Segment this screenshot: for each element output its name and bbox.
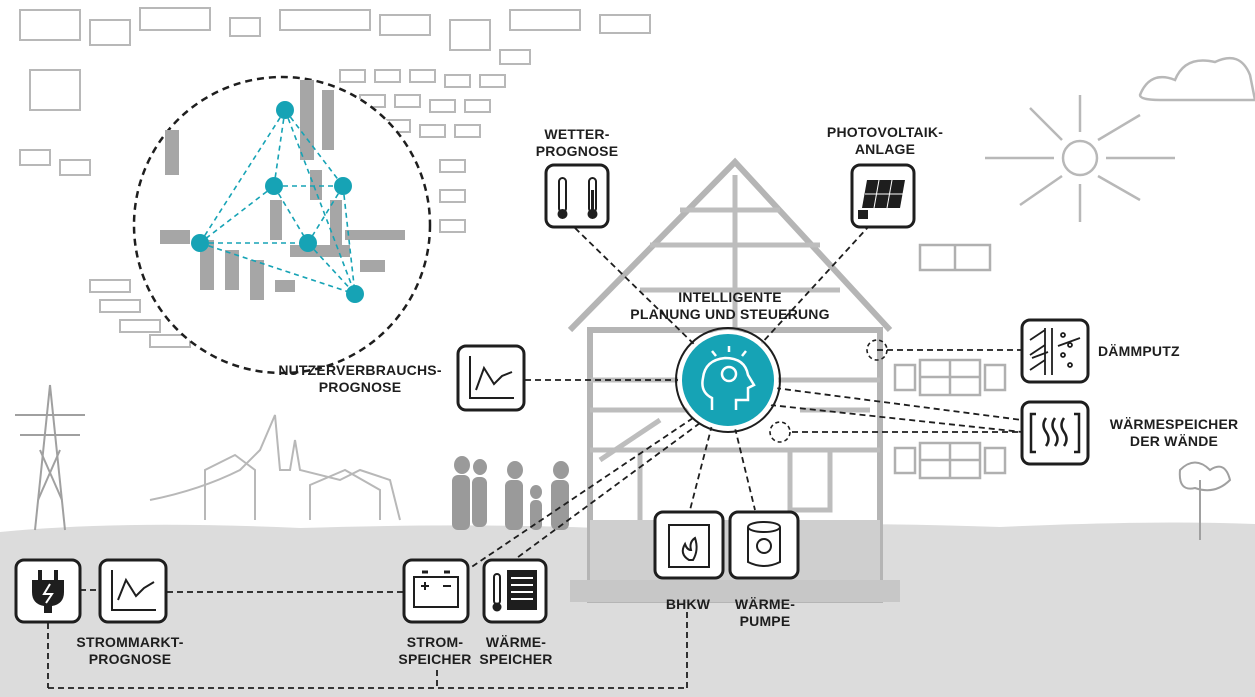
heat-storage-line2: SPEICHER <box>479 651 553 667</box>
weather-label-line2: PROGNOSE <box>535 143 619 159</box>
central-control-ring <box>675 327 781 433</box>
town-sketch <box>149 414 401 521</box>
house-foundation <box>570 580 900 602</box>
network-node <box>299 234 317 252</box>
neighbourhood-buildings <box>160 80 405 300</box>
wall-marker <box>769 421 791 443</box>
weather-label-line1: WETTER- <box>544 126 610 142</box>
center-label: INTELLIGENTE PLANUNG UND STEUERUNG <box>630 289 830 323</box>
insulation-icon <box>1020 318 1090 384</box>
usage-forecast-label: NUTZERVERBRAUCHS- PROGNOSE <box>270 362 450 396</box>
market-label-line2: PROGNOSE <box>88 651 172 667</box>
network-node <box>276 101 294 119</box>
heat-waves-icon <box>1020 400 1090 466</box>
center-label-line1: INTELLIGENTE <box>678 289 782 305</box>
center-label-line2: PLANUNG UND STEUERUNG <box>630 306 830 322</box>
network-node <box>334 177 352 195</box>
power-storage-label: STROM- SPEICHER <box>390 634 480 668</box>
insulation-label: DÄMMPUTZ <box>1098 343 1180 360</box>
cloud-sketch <box>1138 56 1255 102</box>
power-pylon <box>15 384 85 531</box>
market-forecast-label: STROMMARKT- PROGNOSE <box>60 634 200 668</box>
usage-label-line2: PROGNOSE <box>318 379 402 395</box>
network-nodes <box>191 101 364 303</box>
usage-label-line1: NUTZERVERBRAUCHS- <box>278 362 442 378</box>
tree-sketch <box>1178 461 1232 540</box>
neighbourhood-network <box>199 109 356 295</box>
thermometer-icon <box>544 163 610 229</box>
chp-label-line1: BHKW <box>665 596 711 612</box>
pv-label-line1: PHOTOVOLTAIK- <box>826 124 944 140</box>
insulation-label-line1: DÄMMPUTZ <box>1098 343 1180 359</box>
heat-pump-line1: WÄRME- <box>734 596 796 612</box>
heat-storage-line1: WÄRME- <box>485 634 547 650</box>
ground <box>0 522 1255 697</box>
market-label-line1: STROMMARKT- <box>76 634 184 650</box>
heat-storage-icon <box>482 558 548 624</box>
line-chart-icon <box>456 344 526 412</box>
wall-storage-line2: DER WÄNDE <box>1129 433 1219 449</box>
network-node <box>191 234 209 252</box>
network-node <box>346 285 364 303</box>
brain-bulb-icon <box>701 346 756 410</box>
heat-storage-label: WÄRME- SPEICHER <box>478 634 554 668</box>
power-storage-line2: SPEICHER <box>398 651 472 667</box>
pv-label-line2: ANLAGE <box>854 141 916 157</box>
solar-panel-icon <box>850 163 916 229</box>
people-silhouettes <box>452 456 569 530</box>
network-node <box>265 177 283 195</box>
battery-icon <box>402 558 470 624</box>
pv-label: PHOTOVOLTAIK- ANLAGE <box>810 124 960 158</box>
connection-lines <box>47 224 1023 689</box>
power-storage-line1: STROM- <box>406 634 464 650</box>
chp-flame-icon <box>653 510 725 580</box>
wall-storage-line1: WÄRMESPEICHER <box>1109 416 1239 432</box>
heat-pump-label: WÄRME- PUMPE <box>725 596 805 630</box>
heat-pump-line2: PUMPE <box>739 613 791 629</box>
heat-pump-icon <box>728 510 800 580</box>
facade-windows <box>893 243 1007 480</box>
plug-icon <box>14 558 82 624</box>
wall-storage-label: WÄRMESPEICHER DER WÄNDE <box>1096 416 1252 450</box>
chp-label: BHKW <box>660 596 716 613</box>
insulation-marker <box>866 339 888 361</box>
market-chart-icon <box>98 558 168 624</box>
weather-forecast-label: WETTER- PROGNOSE <box>535 126 619 160</box>
sun-sketch <box>985 95 1175 222</box>
